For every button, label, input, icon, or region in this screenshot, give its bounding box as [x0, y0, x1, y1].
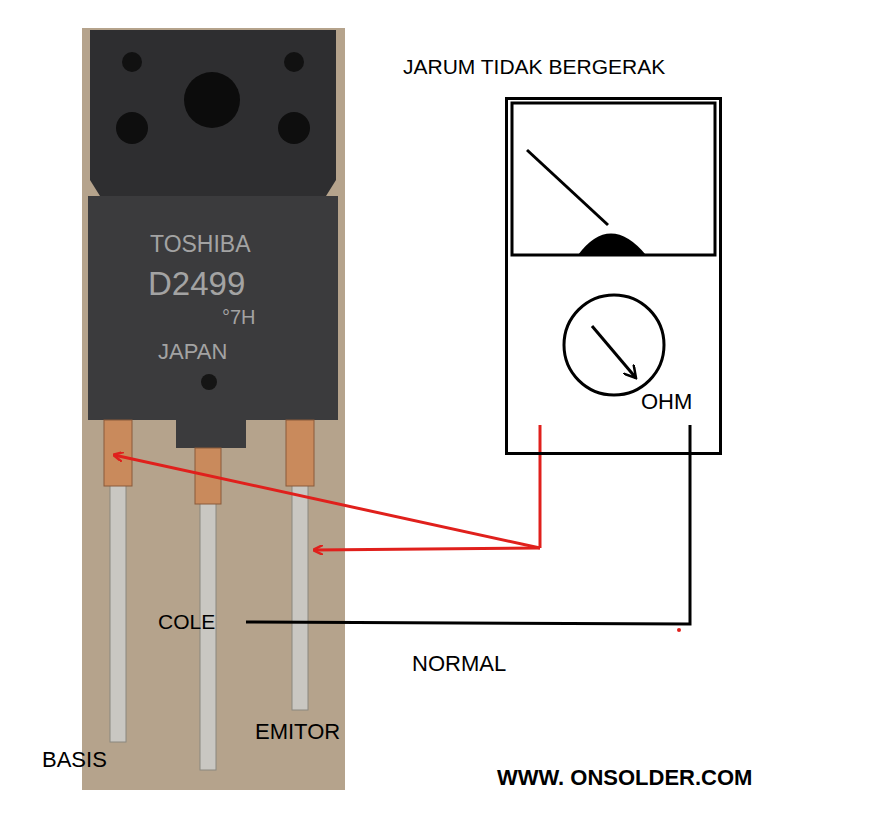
transistor-tab [90, 30, 336, 196]
tab-hole [284, 52, 304, 72]
meter-needle [527, 150, 608, 225]
red-dot [677, 628, 681, 632]
meter-face [512, 103, 715, 255]
dial-pointer [592, 326, 636, 378]
pin-name: COLE [158, 610, 215, 633]
tab-hole [278, 112, 310, 144]
pin-name: BASIS [42, 748, 107, 772]
transistor-pins [104, 420, 314, 770]
multimeter-box: JARUM TIDAK BERGERAKOHM [505, 97, 722, 455]
tab-hole [184, 72, 240, 128]
tab-hole [116, 112, 148, 144]
tab-hole [122, 52, 142, 72]
part-brand: TOSHIBA [150, 232, 251, 257]
meter-heading: JARUM TIDAK BERGERAK [403, 55, 665, 78]
body-dimple [201, 374, 217, 390]
photo-background [82, 28, 345, 790]
needle-pivot [578, 234, 646, 256]
pin-name: EMITOR [255, 720, 340, 744]
range-dial [564, 295, 664, 395]
result-note: NORMAL [412, 652, 506, 676]
transistor-body [88, 196, 338, 448]
range-label: OHM [641, 390, 692, 414]
watermark: WWW. ONSOLDER.COM [497, 766, 752, 790]
origin-mark: JAPAN [158, 340, 227, 364]
date-code: °7H [222, 306, 256, 328]
red-probe-wire [114, 425, 540, 550]
part-number: D2499 [148, 266, 245, 302]
